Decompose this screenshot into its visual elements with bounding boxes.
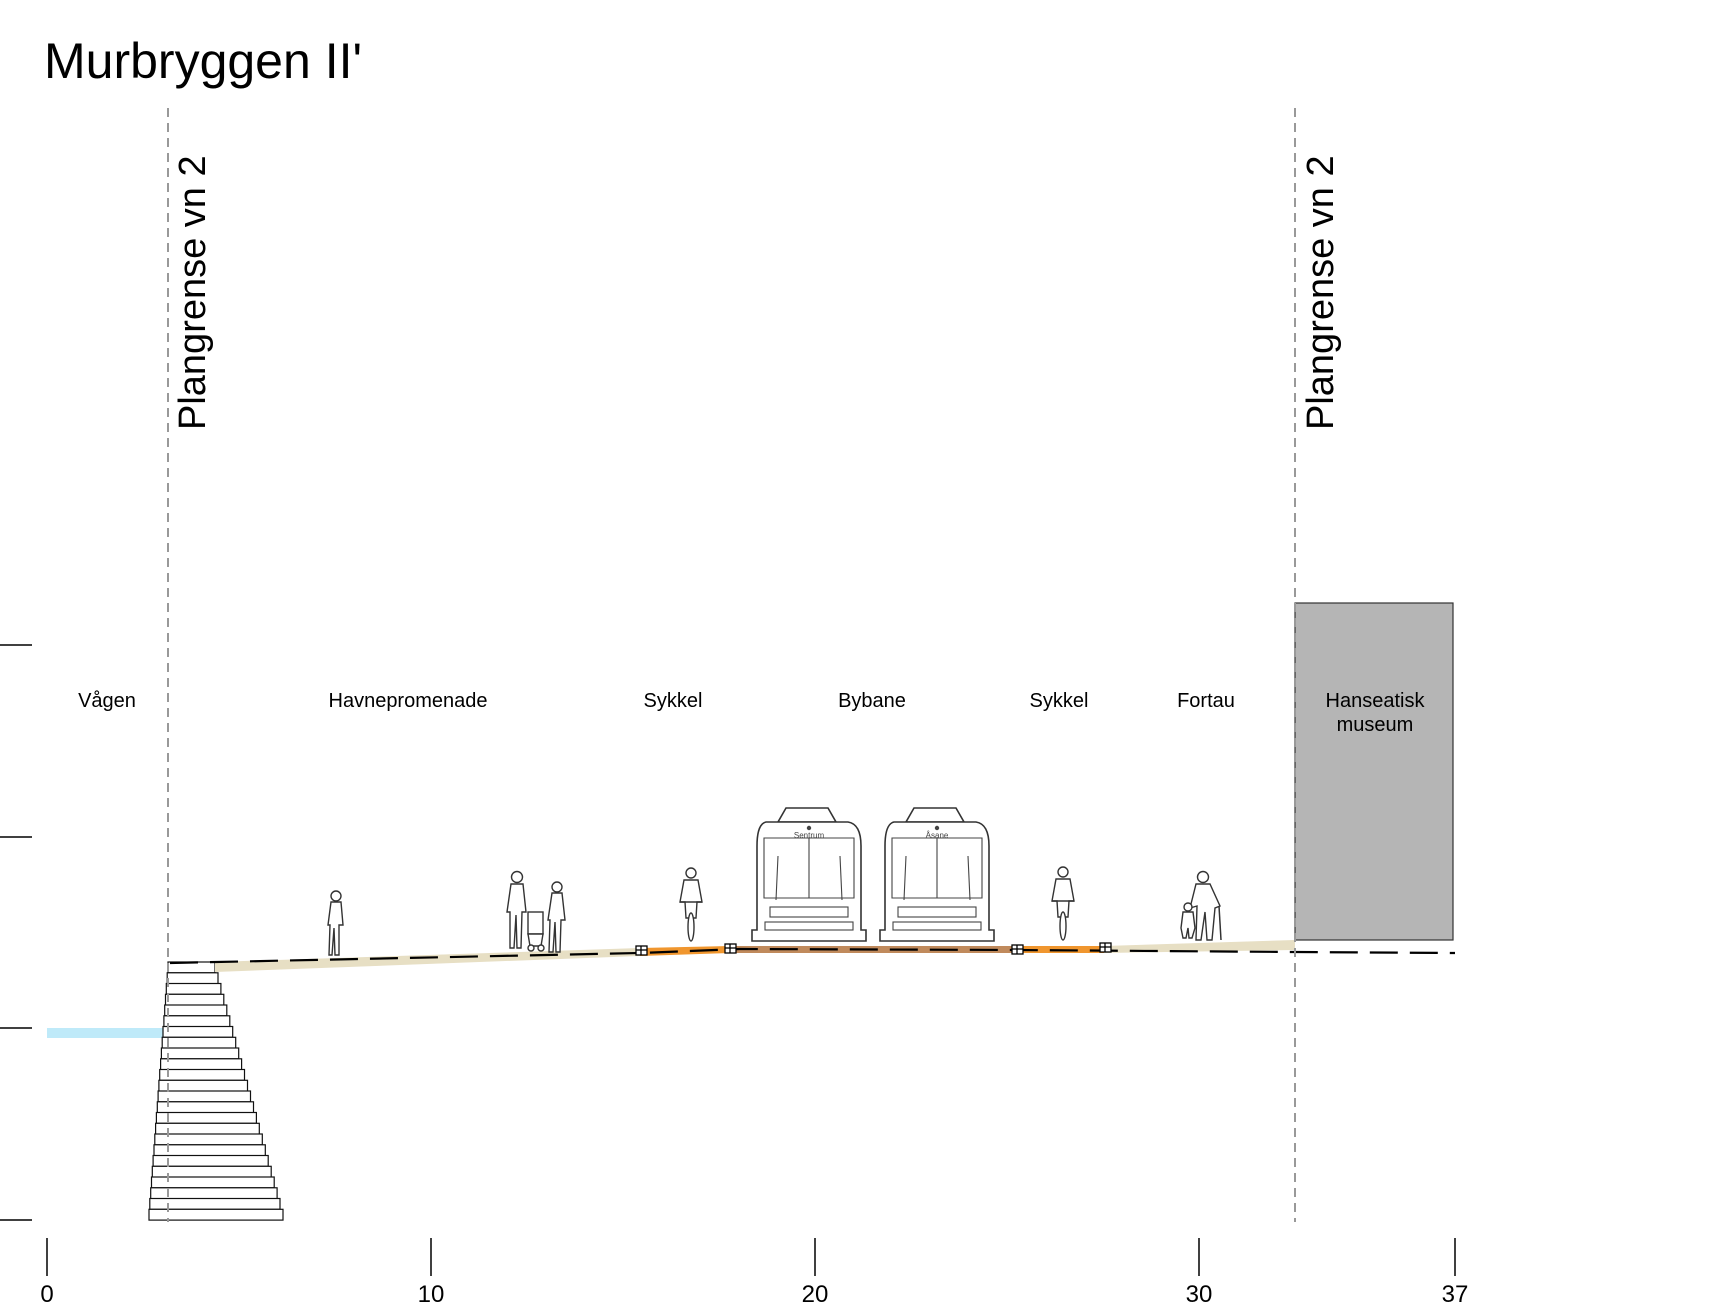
zone-label-sykkel-right: Sykkel [1030, 690, 1089, 712]
tram-destination-sign: Sentrum [794, 831, 825, 840]
scale-tick-label: 20 [802, 1281, 829, 1305]
plan-boundary-label-left: Plangrense vn 2 [172, 155, 214, 430]
tram-asane: Åsane [879, 807, 995, 942]
curbs [635, 942, 1112, 956]
quay-wall-stone [155, 1122, 260, 1135]
adult-with-child-figure [1180, 870, 1222, 941]
quay-wall-stone [156, 1101, 255, 1114]
pedestrian-woman-figure [327, 890, 344, 956]
quay-wall-stone [150, 1176, 275, 1189]
horizontal-scale: 0 10 20 30 37 [40, 1238, 1468, 1305]
zone-label-vagen: Vågen [78, 690, 136, 712]
vertical-scale-marks [0, 644, 32, 1221]
zone-label-havnepromenade: Havnepromenade [329, 690, 488, 712]
cyclist-figure-right [1051, 866, 1075, 941]
quay-wall-stone [152, 1154, 269, 1167]
quay-wall-stone [164, 993, 225, 1006]
zone-label-fortau: Fortau [1177, 690, 1235, 712]
plan-boundary-label-right: Plangrense vn 2 [1300, 155, 1342, 430]
zone-label-sykkel-left: Sykkel [644, 690, 703, 712]
quay-wall-stone [162, 1025, 234, 1038]
parent-with-stroller-figure [506, 870, 566, 953]
museum-building [1294, 602, 1454, 941]
quay-wall-stone [150, 1187, 278, 1200]
quay-wall-stone [163, 1015, 231, 1028]
quay-wall-stone [160, 1058, 243, 1071]
drawing-title: Murbryggen II' [44, 33, 362, 89]
bike-lane-left-surface [640, 946, 730, 956]
cyclist-figure-left [679, 867, 703, 942]
scale-tick-label: 0 [40, 1281, 53, 1305]
quay-wall-stone [165, 982, 222, 995]
scale-tick-label: 37 [1442, 1281, 1469, 1305]
quay-wall-stone [154, 1133, 263, 1146]
quay-wall-stone [160, 1047, 240, 1060]
zone-label-museum-line2: museum [1337, 714, 1414, 736]
quay-wall-stone [149, 1197, 281, 1210]
water-surface [47, 1028, 167, 1038]
tram-sentrum: Sentrum [751, 807, 867, 942]
quay-wall-stone [161, 1036, 237, 1049]
sidewalk-surface [1104, 940, 1295, 953]
scale-tick-label: 30 [1186, 1281, 1213, 1305]
quay-wall-stone [166, 972, 219, 985]
scale-tick-label: 10 [418, 1281, 445, 1305]
tram-destination-sign: Åsane [926, 831, 949, 840]
promenade-surface [215, 948, 640, 972]
zone-label-museum-line1: Hanseatisk [1326, 690, 1426, 712]
quay-wall [148, 961, 284, 1221]
quay-wall-stone [164, 1004, 228, 1017]
quay-wall-stone [159, 1068, 246, 1081]
quay-wall-stone [157, 1090, 252, 1103]
terrain-line [169, 947, 1456, 965]
quay-wall-stone [151, 1165, 272, 1178]
quay-wall-stone [148, 1208, 284, 1221]
zone-label-bybane: Bybane [838, 690, 906, 712]
quay-wall-stone [158, 1079, 249, 1092]
quay-wall-stone [153, 1144, 266, 1157]
quay-wall-stone [155, 1111, 257, 1124]
ground-surfaces [215, 940, 1295, 972]
